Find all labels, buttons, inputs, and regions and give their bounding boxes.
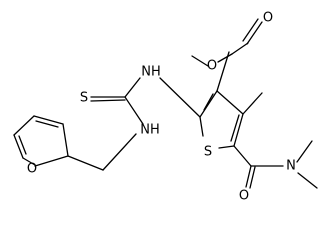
atom-label-furan-o: O xyxy=(27,162,37,177)
atom-label-thioamide-s: S xyxy=(80,91,88,106)
bond xyxy=(13,115,35,136)
atom-label-ring-s: S xyxy=(204,145,212,160)
dimethylamide-group: O N xyxy=(233,140,318,204)
bond xyxy=(13,134,24,159)
bond xyxy=(296,140,313,163)
bond xyxy=(216,90,244,115)
bond xyxy=(191,55,209,67)
methyl-bond xyxy=(242,92,263,115)
bond xyxy=(230,114,240,142)
atom-label-thioamide-nh-2: NH xyxy=(140,123,160,138)
methylene-bond xyxy=(67,155,104,171)
atom-label-amide-n: N xyxy=(286,159,296,174)
bond xyxy=(22,157,36,166)
atom-label-amide-o: O xyxy=(239,189,249,204)
bond xyxy=(218,145,235,149)
atom-label-ester-o-methoxy: O xyxy=(207,59,217,74)
bond xyxy=(62,123,69,157)
bond xyxy=(216,51,230,92)
bond xyxy=(233,145,252,167)
bond xyxy=(203,93,214,111)
bond xyxy=(34,155,69,167)
bond xyxy=(246,21,263,45)
methylene-bond xyxy=(102,133,137,171)
furan-ring: O xyxy=(13,115,69,177)
bond xyxy=(231,42,249,55)
thiophene-ring: S xyxy=(199,90,244,160)
bond xyxy=(33,115,64,125)
bond xyxy=(297,172,318,189)
bond xyxy=(90,99,126,102)
bond xyxy=(35,120,59,128)
bond xyxy=(159,77,201,118)
atom-label-thioamide-nh-1: NH xyxy=(141,65,161,80)
atom-label-ester-o-carbonyl: O xyxy=(263,11,273,26)
bond xyxy=(124,96,144,125)
thiourea-group: NH S NH xyxy=(80,65,201,138)
methyl-ester-group: O O xyxy=(191,11,273,92)
bond xyxy=(199,90,218,118)
bond xyxy=(124,77,141,98)
bond xyxy=(18,135,27,155)
chemical-structure: O O S O N NH S NH xyxy=(13,11,318,204)
bond xyxy=(233,113,244,147)
bond xyxy=(245,165,252,188)
bond xyxy=(199,116,204,137)
bond xyxy=(249,166,256,189)
bond xyxy=(217,53,233,63)
bond xyxy=(242,18,259,42)
